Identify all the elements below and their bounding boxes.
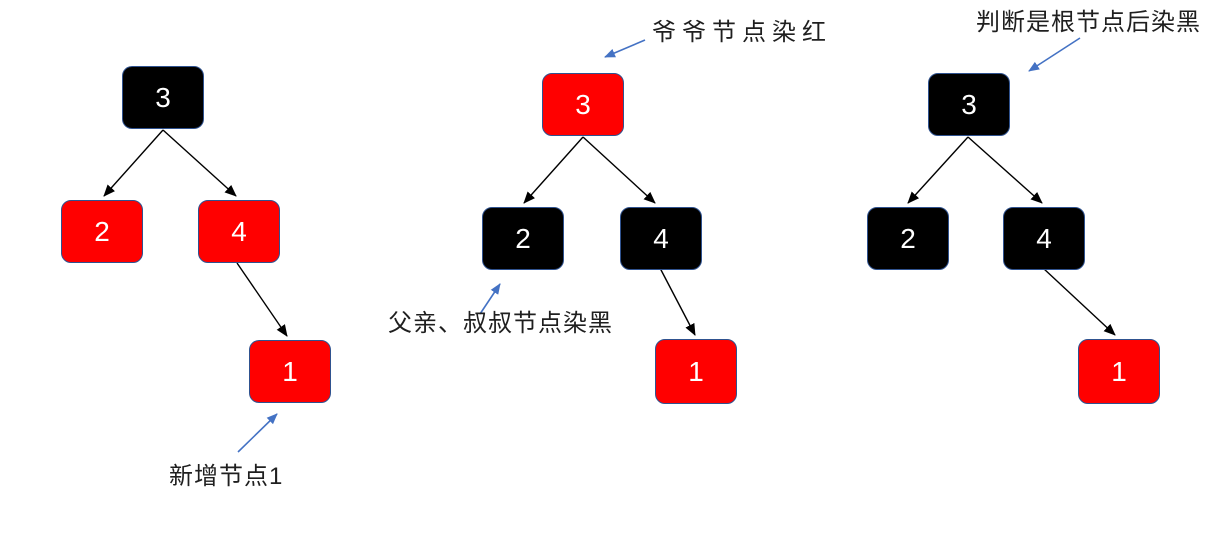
tree1-node-3-value: 3 bbox=[155, 81, 171, 113]
tree3-node-2: 2 bbox=[867, 207, 949, 270]
edge-tree1-3-to-2 bbox=[103, 129, 164, 197]
tree1-node-2-value: 2 bbox=[94, 215, 110, 247]
annotation-parent-uncle-black-label: 父亲、叔叔节点染黑 bbox=[388, 310, 613, 337]
tree2-node-2-value: 2 bbox=[515, 222, 531, 254]
tree1-node-2: 2 bbox=[61, 200, 143, 263]
tree2-node-1: 1 bbox=[655, 339, 737, 404]
tree3-node-1-value: 1 bbox=[1111, 355, 1127, 387]
tree3-node-3-value: 3 bbox=[961, 88, 977, 120]
tree2-node-2: 2 bbox=[482, 207, 564, 270]
edge-tree1-4-to-1 bbox=[236, 262, 288, 337]
tree1-node-3: 3 bbox=[122, 66, 204, 129]
annotation-arrow-root-black bbox=[1028, 37, 1081, 72]
annotation-new-node-label: 新增节点1 bbox=[169, 463, 284, 490]
edge-tree2-4-to-1 bbox=[659, 267, 696, 336]
tree2-node-4-value: 4 bbox=[653, 222, 669, 254]
annotation-root-black-label: 判断是根节点后染黑 bbox=[976, 9, 1201, 36]
edge-tree3-3-to-2 bbox=[907, 136, 969, 204]
tree1-node-1: 1 bbox=[249, 340, 331, 403]
tree1-node-4-value: 4 bbox=[231, 215, 247, 247]
tree3-node-4-value: 4 bbox=[1036, 222, 1052, 254]
annotation-arrow-new-node bbox=[237, 413, 278, 453]
tree1-node-1-value: 1 bbox=[282, 355, 298, 387]
tree3-node-1: 1 bbox=[1078, 339, 1160, 404]
annotation-arrow-grandparent-red bbox=[604, 39, 646, 58]
edge-tree3-3-to-4 bbox=[967, 136, 1043, 204]
tree3-node-2-value: 2 bbox=[900, 222, 916, 254]
tree2-node-3: 3 bbox=[542, 73, 624, 136]
tree2-node-1-value: 1 bbox=[688, 355, 704, 387]
edge-tree3-4-to-1 bbox=[1042, 267, 1116, 336]
tree2-node-4: 4 bbox=[620, 207, 702, 270]
annotation-grandparent-red-label: 爷爷节点染红 bbox=[652, 19, 832, 46]
edge-tree2-3-to-2 bbox=[523, 136, 584, 204]
edge-tree1-3-to-4 bbox=[162, 129, 237, 197]
tree3-node-4: 4 bbox=[1003, 207, 1085, 270]
tree3-node-3: 3 bbox=[928, 73, 1010, 136]
tree1-node-4: 4 bbox=[198, 200, 280, 263]
tree2-node-3-value: 3 bbox=[575, 88, 591, 120]
edge-tree2-3-to-4 bbox=[582, 136, 656, 204]
